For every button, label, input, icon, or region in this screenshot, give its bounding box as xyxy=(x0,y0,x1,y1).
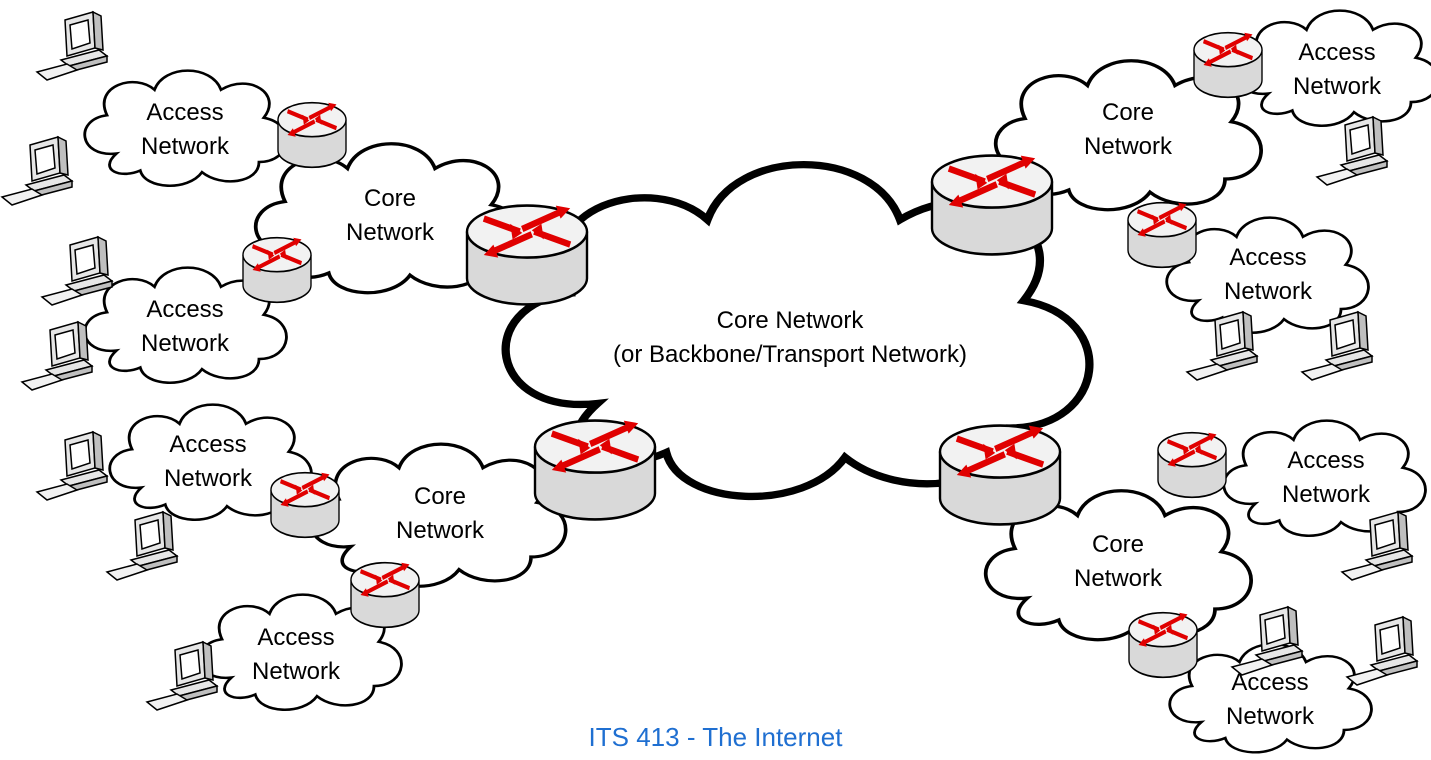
computer-icon xyxy=(41,236,113,306)
core-label-2: Network xyxy=(1074,565,1163,592)
cloud-access-bl-1: Access Network xyxy=(108,403,313,522)
core-label-1: Core xyxy=(1102,99,1154,126)
computer-icon xyxy=(36,11,108,81)
router-icon xyxy=(243,238,311,303)
core-label-1: Core xyxy=(414,483,466,510)
cloud-icon xyxy=(1165,216,1370,335)
router-icon xyxy=(278,103,346,168)
core-label-1: Core xyxy=(364,185,416,212)
cloud-core-center: Core Network (or Backbone/Transport Netw… xyxy=(506,165,1090,497)
computer-icon xyxy=(21,321,93,391)
cloud-icon xyxy=(1235,9,1431,128)
router-icon xyxy=(1129,613,1197,678)
computer-icon xyxy=(1316,116,1388,186)
cloud-access-tr-2: Access Network xyxy=(1165,216,1370,335)
cloud-core-top-left: Core Network xyxy=(253,141,523,295)
cloud-access-tr-1: Access Network xyxy=(1235,9,1431,128)
router-icon xyxy=(467,206,587,305)
core-label-2: Network xyxy=(396,517,485,544)
computer-icon xyxy=(1346,616,1418,686)
cloud-core-bottom-left: Core Network xyxy=(309,442,568,589)
router-icon xyxy=(535,421,655,520)
router-icon xyxy=(940,426,1060,525)
footer-title: ITS 413 - The Internet xyxy=(588,722,843,752)
computer-icon xyxy=(36,431,108,501)
access-label-1: Access xyxy=(169,431,246,458)
access-label-2: Network xyxy=(164,465,253,492)
core-label-2: Network xyxy=(346,219,435,246)
access-label-1: Access xyxy=(146,99,223,126)
cloud-core-top-right: Core Network xyxy=(993,58,1263,212)
access-label-1: Access xyxy=(146,296,223,323)
access-label-2: Network xyxy=(1226,703,1315,730)
computer-icon xyxy=(106,511,178,581)
computer-icon xyxy=(146,641,218,711)
cloud-icon xyxy=(309,442,568,589)
router-icon xyxy=(1128,203,1196,268)
core-label-2: Network xyxy=(1084,133,1173,160)
cloud-access-tl-1: Access Network xyxy=(83,69,288,188)
access-label-1: Access xyxy=(1287,447,1364,474)
core-center-label-1: Core Network xyxy=(717,307,865,334)
core-center-label-2: (or Backbone/Transport Network) xyxy=(613,341,967,368)
cloud-core-bottom-right: Core Network xyxy=(983,488,1253,642)
access-label-2: Network xyxy=(141,133,230,160)
computer-icon xyxy=(1186,311,1258,381)
router-icon xyxy=(1194,33,1262,98)
access-label-2: Network xyxy=(252,658,341,685)
access-label-1: Access xyxy=(1298,39,1375,66)
core-label-1: Core xyxy=(1092,531,1144,558)
router-icon xyxy=(932,156,1052,255)
access-label-1: Access xyxy=(257,624,334,651)
cloud-access-bl-2: Access Network xyxy=(198,593,403,712)
router-icon xyxy=(271,473,339,538)
access-label-2: Network xyxy=(1282,481,1371,508)
access-label-2: Network xyxy=(1224,278,1313,305)
cloud-access-br-1: Access Network xyxy=(1222,419,1427,538)
access-label-2: Network xyxy=(141,330,230,357)
cloud-access-tl-2: Access Network xyxy=(83,266,288,385)
access-label-2: Network xyxy=(1293,73,1382,100)
access-label-1: Access xyxy=(1229,244,1306,271)
router-icon xyxy=(351,563,419,628)
router-icon xyxy=(1158,433,1226,498)
cloud-icon xyxy=(83,69,288,188)
computer-icon xyxy=(1,136,73,206)
